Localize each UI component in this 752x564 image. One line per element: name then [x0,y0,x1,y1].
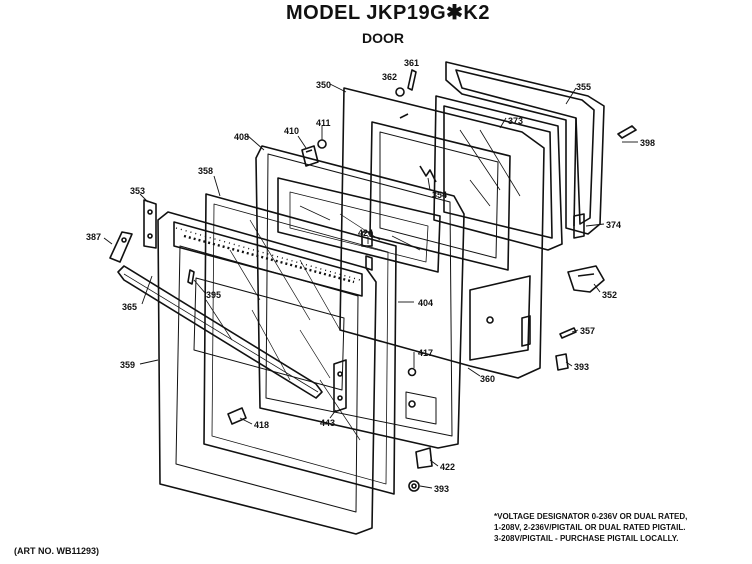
callout-404: 404 [418,298,433,308]
callout-395: 395 [206,290,221,300]
clip-424 [361,231,373,247]
diagram-subtitle: DOOR [362,30,404,46]
bracket-443 [333,359,347,413]
screw-362 [395,87,405,97]
callout-410: 410 [284,126,299,136]
callout-355: 355 [576,82,591,92]
screw-361 [407,69,417,91]
callout-358: 358 [198,166,213,176]
leader-lines [103,83,638,489]
bracket-374 [573,213,585,239]
footnote-line-2: 1-208V, 2-236V/PIGTAIL OR DUAL RATED PIG… [494,523,686,532]
callout-424: 424 [358,228,373,238]
clip-418 [227,407,247,425]
callout-359: 359 [120,360,135,370]
callout-357: 357 [580,326,595,336]
bracket-422 [415,447,433,469]
spring-354 [419,165,437,183]
callout-418: 418 [254,420,269,430]
callout-labels: 350 355 361 362 373 398 408 410 411 354 … [86,58,655,494]
hinge-bracket-352 [567,265,605,293]
screw-398 [617,125,637,139]
callout-408: 408 [234,132,249,142]
clip-393-upper [555,353,569,371]
callout-393-lower: 393 [434,484,449,494]
door-gasket-frame-355 [445,61,605,235]
callout-354: 354 [432,190,447,200]
screw-411 [317,139,327,149]
callout-417: 417 [418,348,433,358]
callout-350: 350 [316,80,331,90]
diagram-title: MODEL JKP19G✱K2 [286,2,490,24]
inner-window-373 [433,95,563,251]
outer-glass-358 [203,193,397,495]
handle-bracket-353 [143,199,157,249]
washer-393-lower [408,480,420,492]
callout-362: 362 [382,72,397,82]
bracket-387 [109,231,133,263]
callout-352: 352 [602,290,617,300]
outer-door-359 [157,211,377,535]
callout-411: 411 [316,118,331,128]
screw-357 [559,327,577,339]
callout-387: 387 [86,232,101,242]
callout-398: 398 [640,138,655,148]
door-handle-365 [117,265,323,399]
inner-door-panel-350 [339,87,545,379]
callout-422: 422 [440,462,455,472]
voltage-footnote: *VOLTAGE DESIGNATOR 0-236V OR DUAL RATED… [494,511,744,544]
screw-395 [187,269,195,285]
callout-353: 353 [130,186,145,196]
callout-373: 373 [508,116,523,126]
screw-417 [407,367,417,377]
callout-374: 374 [606,220,621,230]
hinge-clip-410 [301,145,319,167]
callout-393-upper: 393 [574,362,589,372]
callout-443: 443 [320,418,335,428]
footnote-line-1: *VOLTAGE DESIGNATOR 0-236V OR DUAL RATED… [494,512,688,521]
art-number: (ART NO. WB11293) [14,546,100,556]
footnote-line-3: 3-208V/PIGTAIL - PURCHASE PIGTAIL LOCALL… [494,534,679,543]
callout-361: 361 [404,58,419,68]
callout-360: 360 [480,374,495,384]
callout-365: 365 [122,302,137,312]
